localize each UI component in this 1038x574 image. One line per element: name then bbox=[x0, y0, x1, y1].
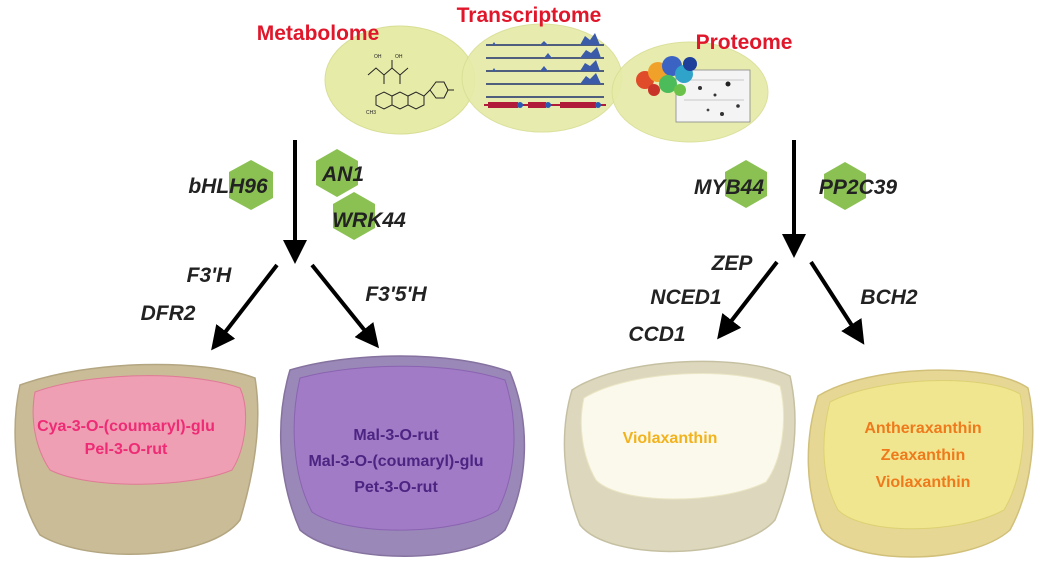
zep-label: ZEP bbox=[711, 252, 754, 275]
transcriptome-title: Transcriptome bbox=[457, 4, 602, 27]
left-branch-arrow-red bbox=[211, 263, 279, 351]
pp2c39-hexagon bbox=[824, 162, 866, 210]
white-tuber-metabolite: Violaxanthin bbox=[623, 430, 718, 447]
ccd1-label: CCD1 bbox=[628, 323, 685, 346]
metabolite-structure-icon bbox=[367, 60, 454, 110]
myb44-hexagon bbox=[725, 160, 767, 208]
chem-ch3-label: CH3 bbox=[366, 110, 376, 116]
red-tuber-metabolite: Cya-3-O-(coumaryl)-glu bbox=[37, 418, 215, 435]
yellow-tuber-metabolite: Violaxanthin bbox=[876, 474, 971, 491]
yellow-tuber-metabolite: Antheraxanthin bbox=[864, 420, 981, 437]
white-tuber-flesh bbox=[580, 373, 785, 500]
red-tuber-flesh bbox=[32, 375, 247, 485]
left-pathway: bHLH96 AN1 WRK44 F3'H DFR2 F3'5'H bbox=[141, 140, 428, 351]
wrk44-hexagon bbox=[333, 192, 375, 240]
bhlh96-hexagon bbox=[229, 160, 273, 210]
an1-hexagon bbox=[316, 149, 358, 197]
transcriptome-tracks-icon bbox=[484, 33, 606, 108]
nced1-label: NCED1 bbox=[650, 286, 721, 309]
bhlh96-label: bHLH96 bbox=[188, 175, 268, 198]
yellow-tuber-flesh bbox=[823, 380, 1024, 530]
myb44-label: MYB44 bbox=[694, 176, 764, 199]
f3h-label: F3'H bbox=[187, 264, 233, 287]
white-tuber-section: Violaxanthin bbox=[563, 360, 796, 553]
yellow-tuber-section: Antheraxanthin Zeaxanthin Violaxanthin bbox=[807, 369, 1034, 558]
right-pathway: MYB44 PP2C39 ZEP NCED1 CCD1 BCH2 bbox=[628, 140, 918, 346]
protein-structure-icon bbox=[636, 56, 751, 123]
red-tuber-metabolite: Pel-3-O-rut bbox=[85, 441, 168, 458]
purple-tuber-metabolite: Pet-3-O-rut bbox=[354, 479, 438, 496]
bch2-label: BCH2 bbox=[860, 286, 917, 309]
purple-tuber-section: Mal-3-O-rut Mal-3-O-(coumaryl)-glu Pet-3… bbox=[279, 355, 526, 557]
an1-label: AN1 bbox=[321, 163, 364, 186]
proteome-title: Proteome bbox=[696, 31, 793, 54]
metabolome-title: Metabolome bbox=[257, 22, 380, 45]
chem-oh-label: OH bbox=[395, 54, 403, 60]
pp2c39-label: PP2C39 bbox=[819, 176, 898, 199]
omics-venn: OH OH CH3 bbox=[257, 4, 793, 143]
yellow-tuber-metabolite: Zeaxanthin bbox=[881, 447, 965, 464]
dfr2-label: DFR2 bbox=[141, 302, 196, 325]
purple-tuber-flesh bbox=[293, 365, 515, 531]
f35h-label: F3'5'H bbox=[365, 283, 427, 306]
chem-oh-label: OH bbox=[374, 54, 382, 60]
red-tuber-section: Cya-3-O-(coumaryl)-glu Pel-3-O-rut bbox=[14, 363, 259, 556]
purple-tuber-metabolite: Mal-3-O-rut bbox=[353, 427, 439, 444]
purple-tuber-metabolite: Mal-3-O-(coumaryl)-glu bbox=[308, 453, 483, 470]
right-branch-arrow-yellow bbox=[809, 260, 865, 345]
wrk44-label: WRK44 bbox=[332, 209, 406, 232]
right-branch-arrow-white bbox=[717, 260, 779, 340]
left-branch-arrow-purple bbox=[310, 263, 380, 349]
